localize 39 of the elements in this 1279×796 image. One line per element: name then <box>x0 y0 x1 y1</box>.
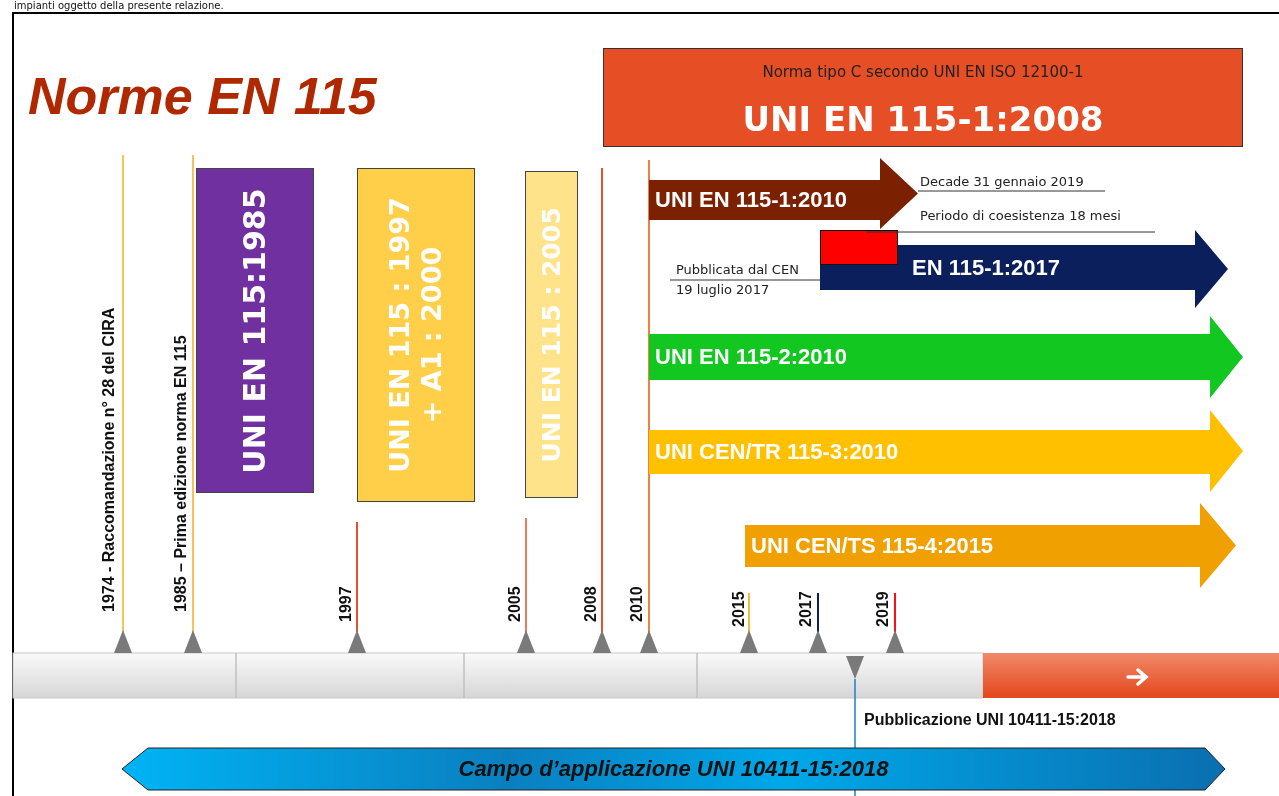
standard-label: UNI EN 115:1985 <box>237 186 273 476</box>
standard-label: UNI CEN/TS 115-4:2015 <box>751 532 994 560</box>
standard-box <box>525 171 578 498</box>
year-label: 2010 <box>627 586 646 622</box>
year-label: 2005 <box>505 586 524 622</box>
leader-line <box>669 279 821 281</box>
annotation-text: Decade 31 gennaio 2019 <box>920 173 1084 191</box>
year-label: 2017 <box>796 591 815 627</box>
publication-label: Pubblicazione UNI 10411-15:2018 <box>864 711 1116 729</box>
annotation-text: Pubblicata dal CEN 19 luglio 2017 <box>676 261 800 299</box>
banner-heading: UNI EN 115-1:2008 <box>741 99 1105 139</box>
page-text: impianti oggetto della presente relazione. <box>14 0 224 12</box>
standard-box <box>196 168 314 493</box>
banner-subtitle: Norma tipo C secondo UNI EN ISO 12100-1 <box>761 63 1085 81</box>
diagram-title: Norme EN 115 <box>28 66 377 126</box>
standard-period-bar <box>820 230 1228 308</box>
standard-period-bar <box>649 158 918 229</box>
year-label: 2015 <box>729 591 748 627</box>
standard-label: UNI CEN/TR 115-3:2010 <box>655 438 899 466</box>
year-label: 1985 – Prima edizione norma EN 115 <box>171 335 190 612</box>
standard-period-bar <box>649 316 1243 398</box>
overlap-period-box <box>820 230 898 265</box>
standard-period-bar <box>649 410 1243 492</box>
standard-box <box>357 168 475 502</box>
standard-banner <box>603 48 1243 147</box>
year-label: 1997 <box>336 586 355 622</box>
standard-label: UNI EN 115-2:2010 <box>655 343 847 371</box>
scope-label: Campo d’applicazione UNI 10411-15:2018 <box>457 756 890 782</box>
standard-period-bar <box>745 503 1236 588</box>
standard-label: EN 115-1:2017 <box>912 253 1060 282</box>
leader-line <box>866 231 1156 233</box>
annotation-text: Periodo di coesistenza 18 mesi <box>920 207 1121 225</box>
year-label: 2008 <box>581 586 600 622</box>
leader-line <box>917 190 1106 192</box>
standard-label: UNI EN 115 : 1997 + A1 : 2000 <box>383 196 448 475</box>
standard-label: UNI EN 115 : 2005 <box>536 205 567 465</box>
standard-label: UNI EN 115-1:2010 <box>655 186 847 214</box>
year-label: 2019 <box>873 591 892 627</box>
year-label: 1974 - Raccomandazione n° 28 del CIRA <box>99 307 118 612</box>
